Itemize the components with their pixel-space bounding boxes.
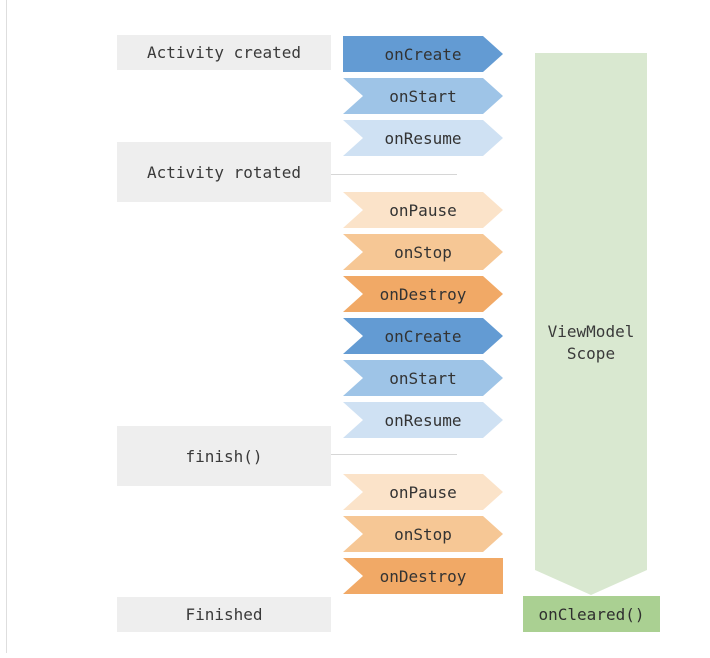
lifecycle-arrow-label: onPause bbox=[389, 200, 457, 220]
lifecycle-arrow-onpause-2: onPause bbox=[343, 474, 503, 510]
state-box-activity-rotated: Activity rotated bbox=[117, 142, 331, 202]
state-box-activity-created: Activity created bbox=[117, 35, 331, 70]
connector-line-activity-rotated bbox=[331, 174, 457, 175]
state-label: Finished bbox=[185, 605, 263, 624]
lifecycle-arrow-onstop-1: onStop bbox=[343, 234, 503, 270]
lifecycle-arrow-label: onCreate bbox=[384, 44, 462, 64]
lifecycle-arrow-label: onDestroy bbox=[379, 284, 467, 304]
state-label: Activity created bbox=[146, 43, 302, 62]
lifecycle-arrow-label: onCreate bbox=[384, 326, 462, 346]
viewmodel-scope-label-line1: ViewModel bbox=[547, 322, 635, 341]
viewmodel-scope-label: ViewModel Scope bbox=[535, 321, 647, 365]
lifecycle-arrow-label: onPause bbox=[389, 482, 457, 502]
lifecycle-arrow-label: onDestroy bbox=[379, 566, 467, 586]
lifecycle-arrow-onpause-1: onPause bbox=[343, 192, 503, 228]
lifecycle-arrow-onstop-2: onStop bbox=[343, 516, 503, 552]
lifecycle-arrow-ondestroy-1: onDestroy bbox=[343, 276, 503, 312]
lifecycle-arrow-label: onResume bbox=[384, 410, 462, 430]
viewmodel-scope-arrow bbox=[535, 53, 647, 595]
page-edge-line bbox=[6, 0, 7, 653]
lifecycle-arrow-onstart-2: onStart bbox=[343, 360, 503, 396]
lifecycle-arrow-label: onStop bbox=[394, 242, 452, 262]
lifecycle-arrow-ondestroy-2: onDestroy bbox=[343, 558, 503, 594]
state-label: finish() bbox=[185, 446, 263, 466]
state-box-finished: Finished bbox=[117, 597, 331, 632]
lifecycle-arrow-oncreate-1: onCreate bbox=[343, 36, 503, 72]
connector-line-finish bbox=[331, 454, 457, 455]
lifecycle-arrow-label: onStart bbox=[389, 86, 457, 106]
lifecycle-arrow-oncreate-2: onCreate bbox=[343, 318, 503, 354]
lifecycle-arrow-label: onStart bbox=[389, 368, 457, 388]
viewmodel-scope-label-line2: Scope bbox=[566, 344, 616, 363]
oncleared-box: onCleared() bbox=[523, 596, 660, 632]
lifecycle-arrow-label: onResume bbox=[384, 128, 462, 148]
state-label: Activity rotated bbox=[146, 162, 302, 182]
lifecycle-arrow-onstart-1: onStart bbox=[343, 78, 503, 114]
lifecycle-arrow-onresume-1: onResume bbox=[343, 120, 503, 156]
lifecycle-arrow-label: onStop bbox=[394, 524, 452, 544]
oncleared-label: onCleared() bbox=[538, 604, 645, 624]
lifecycle-arrow-onresume-2: onResume bbox=[343, 402, 503, 438]
state-box-finish: finish() bbox=[117, 426, 331, 486]
